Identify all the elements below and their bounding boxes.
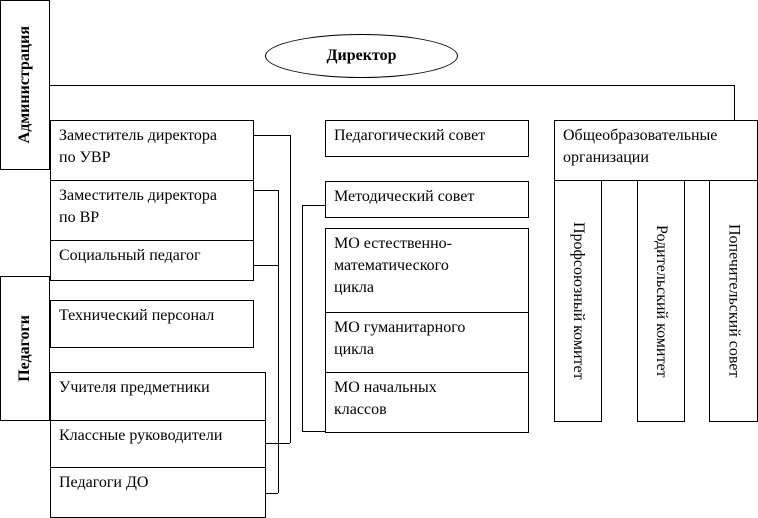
director-oval: Директор: [265, 34, 458, 78]
public-orgs-line2: организации: [563, 149, 649, 166]
connector-left-bracket-inner: [278, 190, 279, 493]
technical-staff-box: Технический персонал: [50, 300, 254, 348]
connector-class-teachers: [265, 443, 290, 444]
mo-science-box: МО естественно- математического цикла: [325, 228, 529, 313]
mo-primary-line2: классов: [334, 401, 387, 418]
mo-science-line1: МО естественно-: [334, 235, 452, 252]
connector-social: [253, 265, 278, 266]
connector-mo-bracket: [302, 205, 303, 431]
board-of-trustees-box: Попечительский совет: [709, 180, 758, 422]
pedagogical-council-label: Педагогический совет: [334, 127, 486, 144]
social-teacher-box: Социальный педагог: [50, 240, 254, 281]
connector-right-drop: [734, 85, 735, 121]
mo-primary-box: МО начальных классов: [325, 372, 529, 433]
methodical-council-box: Методический совет: [325, 181, 529, 218]
administration-label: Администрация: [16, 26, 33, 144]
connector-additional-ed: [265, 493, 278, 494]
mo-primary-line1: МО начальных: [334, 379, 437, 396]
pedagogical-council-box: Педагогический совет: [325, 120, 529, 157]
connector-left-bracket-outer: [290, 135, 291, 443]
deputy-uvr-line2: по УВР: [59, 149, 111, 166]
connector-mo-bottom: [302, 431, 326, 432]
board-of-trustees-label: Попечительский совет: [725, 224, 743, 378]
teachers-label-box: Педагоги: [0, 276, 50, 421]
connector-vr: [253, 190, 278, 191]
trade-union-label: Профсоюзный комитет: [570, 222, 587, 380]
parents-committee-box: Родительский комитет: [637, 180, 685, 422]
deputy-uvr-box: Заместитель директора по УВР: [50, 120, 254, 181]
social-teacher-label: Социальный педагог: [59, 247, 201, 264]
teachers-label: Педагоги: [16, 315, 33, 382]
mo-humanities-box: МО гуманитарного цикла: [325, 312, 529, 373]
administration-label-box: Администрация: [0, 0, 50, 170]
additional-ed-teachers-box: Педагоги ДО: [50, 467, 266, 518]
parents-committee-label: Родительский комитет: [653, 224, 670, 378]
subject-teachers-box: Учителя предметники: [50, 372, 266, 421]
deputy-vr-line1: Заместитель директора: [59, 187, 218, 204]
director-label: Директор: [326, 47, 397, 64]
mo-science-line3: цикла: [334, 279, 374, 296]
mo-humanities-line1: МО гуманитарного: [334, 319, 466, 336]
class-teachers-label: Классные руководители: [59, 427, 223, 444]
mo-science-line2: математического: [334, 257, 449, 274]
deputy-uvr-line1: Заместитель директора: [59, 127, 218, 144]
trade-union-box: Профсоюзный комитет: [554, 180, 602, 422]
methodical-council-label: Методический совет: [334, 188, 475, 205]
connector-top-horizontal: [48, 85, 734, 86]
additional-ed-teachers-label: Педагоги ДО: [59, 474, 149, 491]
public-orgs-line1: Общеобразовательные: [563, 127, 718, 144]
connector-uvr: [253, 135, 290, 136]
deputy-vr-line2: по ВР: [59, 209, 100, 226]
connector-methodical: [302, 205, 326, 206]
mo-humanities-line2: цикла: [334, 341, 374, 358]
technical-staff-label: Технический персонал: [59, 307, 215, 324]
subject-teachers-label: Учителя предметники: [59, 379, 210, 396]
class-teachers-box: Классные руководители: [50, 420, 266, 468]
deputy-vr-box: Заместитель директора по ВР: [50, 180, 254, 241]
public-orgs-box: Общеобразовательные организации: [554, 120, 758, 181]
